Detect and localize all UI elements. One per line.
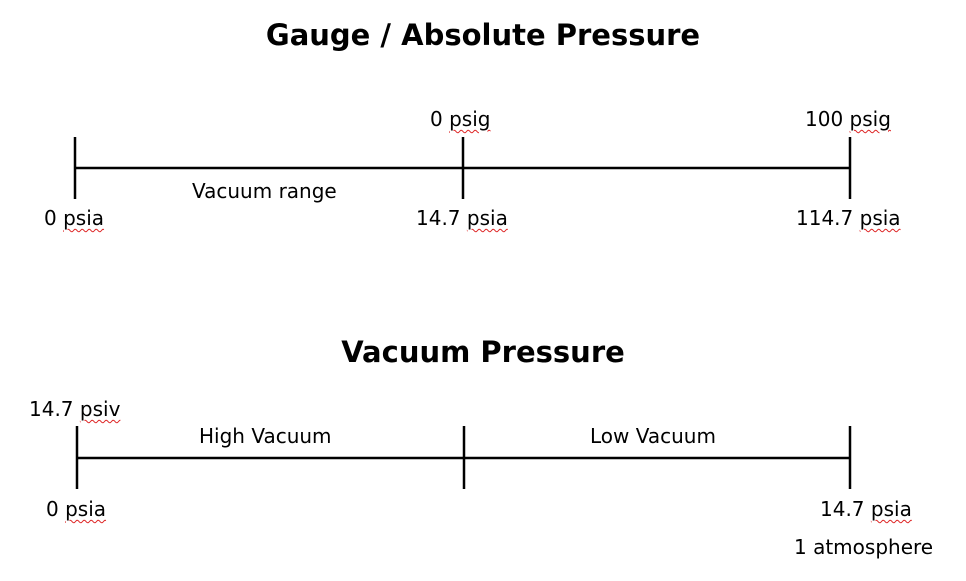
gauge-bottom-label-0: 0 psia (44, 206, 105, 230)
vacuum-title: Vacuum Pressure (341, 335, 625, 369)
vacuum-bottom-label-0: 0 psia (46, 497, 107, 521)
high-vacuum-label: High Vacuum (199, 424, 332, 448)
gauge-bottom-label-114-7: 114.7 psia (796, 206, 901, 230)
gauge-title: Gauge / Absolute Pressure (265, 18, 701, 52)
gauge-top-label-100: 100 psig (805, 107, 891, 131)
atmosphere-note: 1 atmosphere (794, 535, 934, 559)
low-vacuum-label: Low Vacuum (590, 424, 716, 448)
vacuum-top-label: 14.7 psiv (29, 397, 121, 421)
gauge-bottom-label-14-7: 14.7 psia (416, 206, 508, 230)
vacuum-range-label: Vacuum range (192, 179, 337, 203)
vacuum-bottom-label-14-7: 14.7 psia (820, 497, 912, 521)
gauge-top-label-0: 0 psig (430, 107, 491, 131)
